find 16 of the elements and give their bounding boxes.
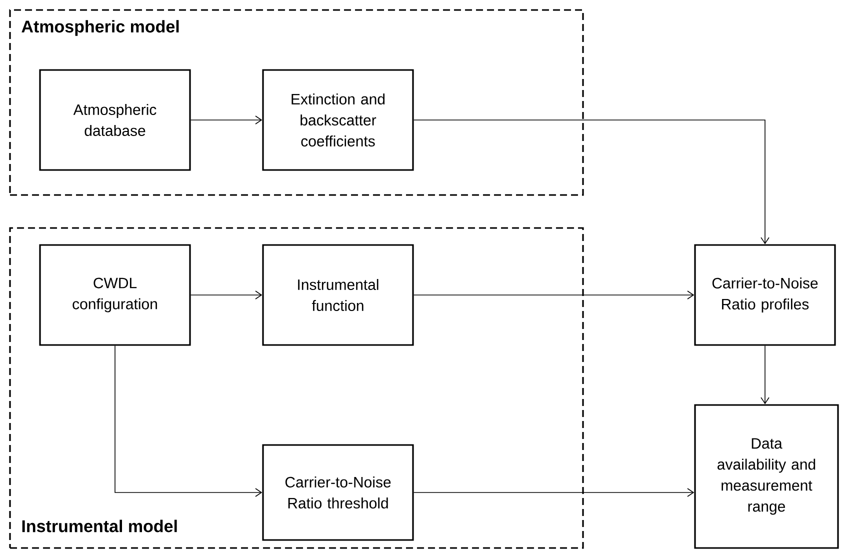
group-title: Instrumental model: [22, 520, 177, 532]
process-box: CWDL configuration: [39, 244, 191, 346]
arrow: [190, 116, 262, 124]
arrow: [413, 488, 694, 497]
process-box: Carrier-to-Noise Ratio profiles: [694, 244, 836, 346]
arrow: [413, 290, 694, 300]
process-box: Data availability and measurement range: [694, 404, 839, 549]
arrow: [190, 290, 262, 300]
arrow: [114, 345, 262, 497]
arrow: [413, 120, 770, 244]
arrow: [760, 345, 770, 404]
process-box: Atmospheric database: [39, 69, 191, 171]
process-box: Carrier-to-Noise Ratio threshold: [262, 444, 414, 541]
group-title: Atmospheric model: [22, 20, 179, 36]
process-box: Extinction and backscatter coefficients: [262, 69, 414, 171]
process-box: Instrumental function: [262, 244, 414, 346]
